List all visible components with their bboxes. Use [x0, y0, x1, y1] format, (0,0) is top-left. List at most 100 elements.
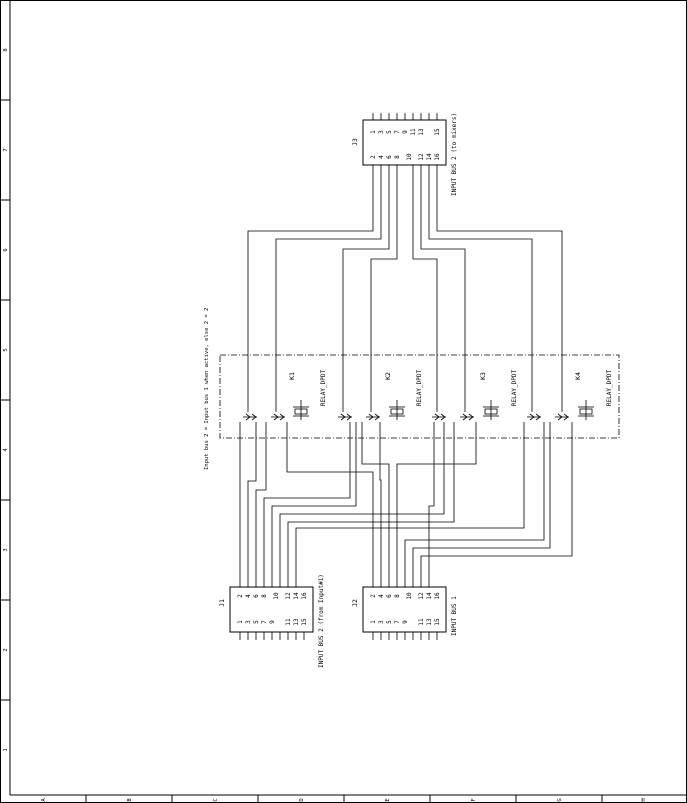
pin-number: 10 — [273, 592, 280, 600]
pin-number: 6 — [386, 155, 393, 159]
wires-relays-to-j2 — [286, 422, 573, 587]
col-zone-label: G — [557, 798, 563, 801]
pin-number: 13 — [418, 128, 425, 136]
pin-number: 4 — [245, 594, 252, 598]
pin-number: 1 — [370, 130, 377, 134]
connector-body — [362, 119, 447, 166]
relay-k1: K1 RELAY_DPDT — [243, 370, 327, 421]
pin-number: 4 — [378, 155, 385, 159]
pin-number: 13 — [293, 618, 300, 626]
connector-even-pin-numbers: 2 4 6 8 10 12 14 16 — [370, 153, 441, 161]
pin-number: 1 — [237, 620, 244, 624]
connector-body — [229, 586, 314, 633]
connector-pins-top — [372, 113, 438, 120]
relay-k4: K4 RELAY_DPDT — [527, 370, 613, 421]
connector-even-pin-numbers: 2 4 6 8 10 12 14 16 — [237, 592, 308, 600]
col-zone-label: C — [213, 798, 219, 801]
pin-number: 14 — [426, 592, 433, 600]
relay-contacts — [432, 413, 474, 421]
pin-number: 6 — [386, 594, 393, 598]
relay-type: RELAY_DPDT — [606, 370, 613, 407]
connector-ref: J3 — [351, 138, 359, 146]
connector-even-pin-numbers: 2 4 6 8 10 12 14 16 — [370, 592, 441, 600]
pin-number: 3 — [378, 130, 385, 134]
pin-number: 8 — [394, 594, 401, 598]
pin-number: 9 — [269, 620, 276, 624]
pin-number: 15 — [434, 618, 441, 626]
relay-ref: K4 — [574, 372, 582, 380]
pin-number: 12 — [418, 592, 425, 600]
pin-number: 9 — [402, 130, 409, 134]
row-zone-label: 2 — [3, 648, 9, 651]
pin-number: 10 — [406, 592, 413, 600]
pin-number: 14 — [293, 592, 300, 600]
pin-number: 14 — [426, 153, 433, 161]
relay-ref: K1 — [288, 372, 296, 380]
col-zone-label: A — [41, 798, 47, 802]
pin-number: 15 — [434, 128, 441, 136]
connector-body — [362, 586, 447, 633]
pin-number: 12 — [285, 592, 292, 600]
connector-odd-pin-numbers: 1 3 5 7 9 11 13 15 — [237, 618, 308, 626]
connector-ref: J2 — [351, 599, 359, 607]
connector-j1: J1 INPUT BUS 2 (from Input#1) 1 3 5 7 9 … — [218, 574, 325, 668]
connector-pins-bottom — [239, 632, 305, 640]
row-zone-label: 1 — [3, 748, 9, 751]
pin-number: 5 — [386, 130, 393, 134]
relay-coil — [389, 400, 405, 420]
wires-j3-to-relays — [247, 165, 563, 412]
relay-k2: K2 RELAY_DPDT — [338, 370, 423, 421]
connector-odd-pin-numbers: 1 3 5 7 9 11 13 15 — [370, 618, 441, 626]
pin-number: 16 — [301, 592, 308, 600]
pin-number: 2 — [370, 594, 377, 598]
pin-number: 7 — [394, 620, 401, 624]
pin-number: 2 — [237, 594, 244, 598]
pin-number: 15 — [301, 618, 308, 626]
pin-number: 4 — [378, 594, 385, 598]
relay-coil — [578, 400, 594, 420]
pin-number: 11 — [418, 618, 425, 626]
row-zone-label: 8 — [3, 48, 9, 51]
col-zone-label: B — [127, 798, 133, 802]
relay-ref: K3 — [479, 372, 487, 380]
connector-label: INPUT BUS 2 (to mixers) — [451, 113, 458, 196]
relay-coil — [293, 400, 309, 420]
pin-number: 7 — [261, 620, 268, 624]
row-zone-label: 3 — [3, 548, 9, 551]
schematic-note: Input bus 2 = Input bus 1 when active, e… — [204, 308, 210, 470]
relay-coil — [483, 400, 499, 420]
col-zone-label: E — [385, 798, 391, 801]
col-zone-label: D — [299, 798, 305, 801]
relay-type: RELAY_DPDT — [416, 370, 423, 407]
col-zone-label: H — [641, 798, 647, 801]
pin-number: 11 — [410, 128, 417, 136]
pin-number: 1 — [370, 620, 377, 624]
pin-number: 6 — [253, 594, 260, 598]
pin-number: 5 — [386, 620, 393, 624]
pin-number: 3 — [245, 620, 252, 624]
pin-number: 3 — [378, 620, 385, 624]
pin-number: 7 — [394, 130, 401, 134]
relay-contacts — [338, 413, 380, 421]
pin-number: 11 — [285, 618, 292, 626]
pin-number: 9 — [402, 620, 409, 624]
connector-odd-pin-numbers: 1 3 5 7 9 11 13 15 — [370, 128, 441, 136]
pin-number: 16 — [434, 592, 441, 600]
row-zone-label: 7 — [3, 148, 9, 151]
row-zone-labels: 8 7 6 5 4 3 2 1 — [3, 48, 9, 751]
wires-relays-to-j1 — [239, 422, 525, 587]
col-zone-labels: A B C D E F G H — [41, 798, 647, 802]
relay-contacts — [527, 413, 569, 421]
connector-label: INPUT BUS 2 (from Input#1) — [318, 574, 325, 668]
relay-group-box — [219, 354, 620, 439]
pin-number: 16 — [434, 153, 441, 161]
row-zone-label: 4 — [3, 448, 9, 452]
connector-ref: J1 — [218, 599, 226, 607]
connector-j3: J3 INPUT BUS 2 (to mixers) 1 3 5 7 9 11 … — [351, 113, 458, 196]
pin-number: 13 — [426, 618, 433, 626]
connector-label: INPUT BUS 1 — [451, 596, 458, 636]
relay-type: RELAY_DPDT — [320, 370, 327, 407]
pin-number: 10 — [406, 153, 413, 161]
